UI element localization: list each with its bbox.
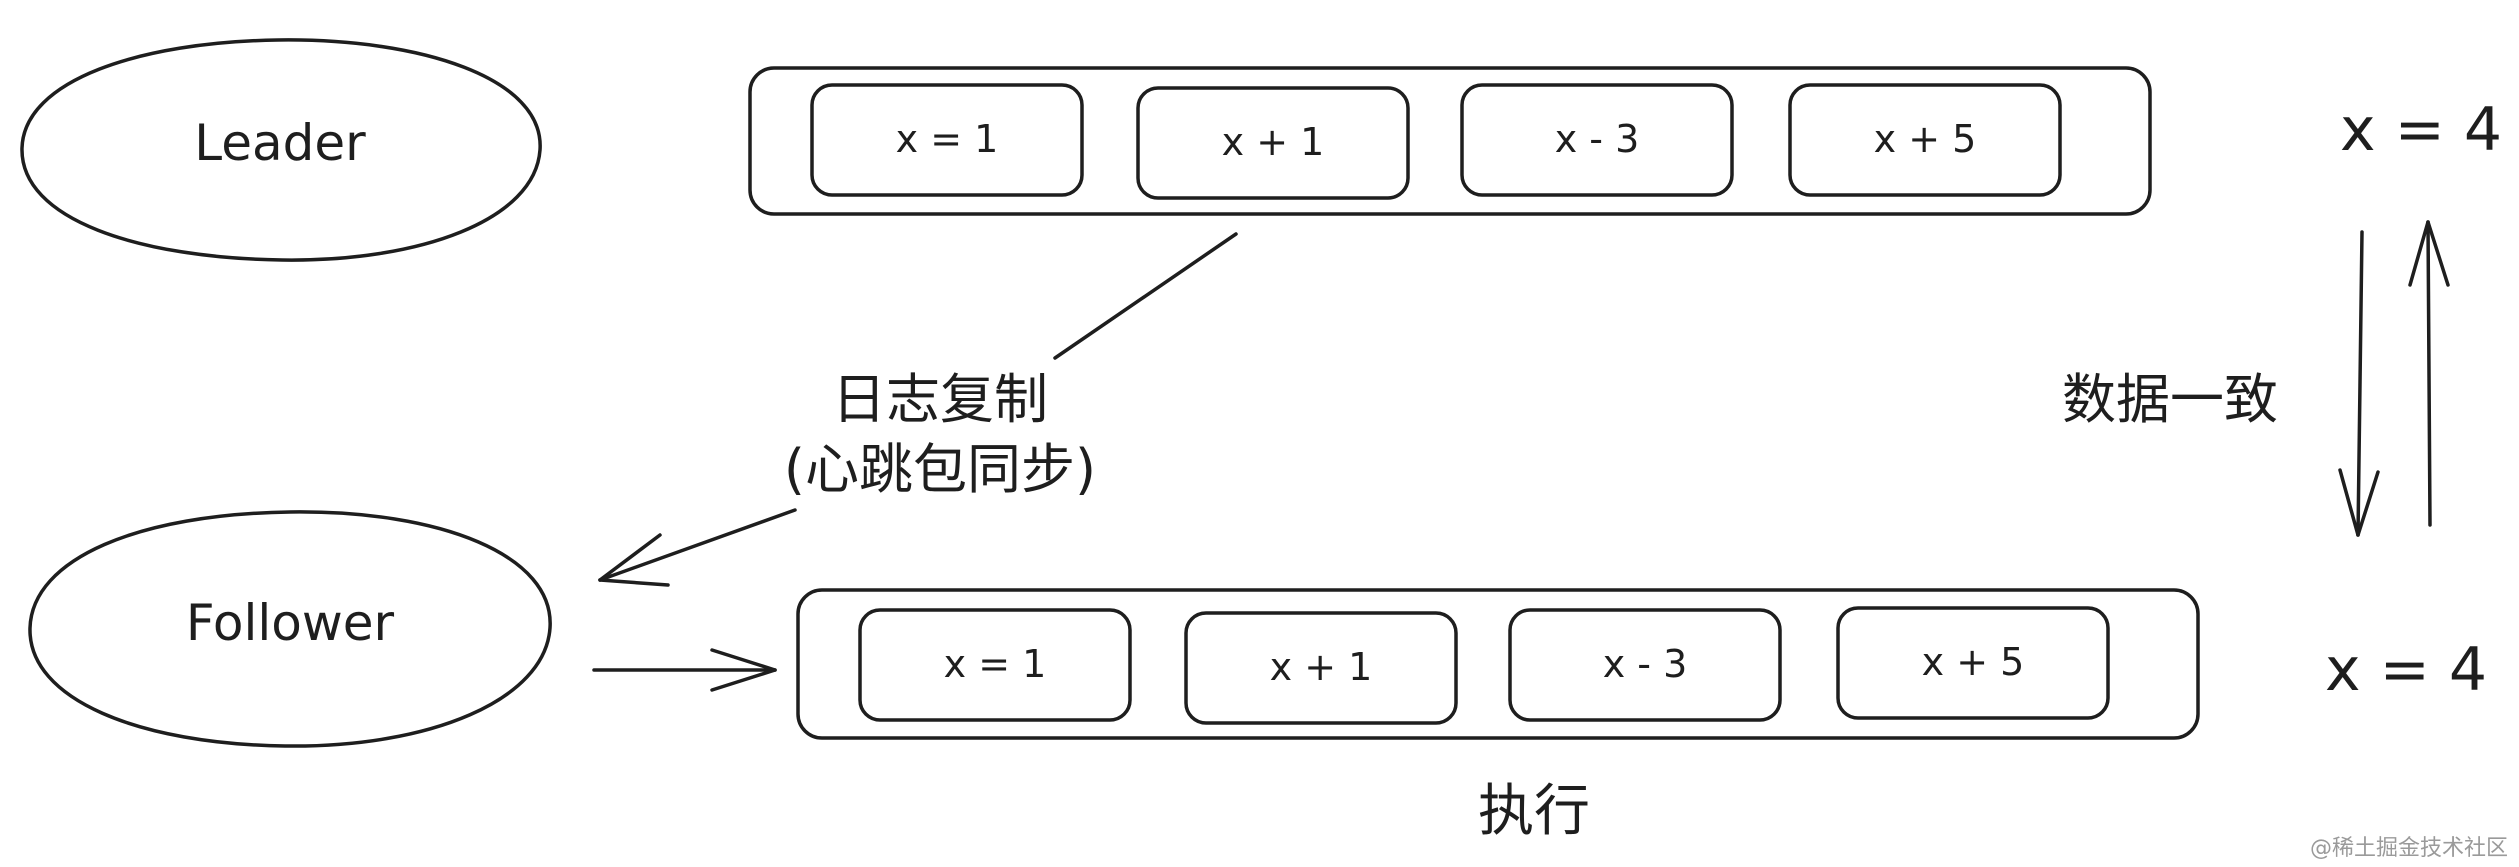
leader-log-entry: x + 5	[1788, 83, 2062, 197]
follower-label: Follower	[186, 594, 395, 652]
leader-label: Leader	[194, 114, 366, 172]
leader-node: Leader	[20, 38, 542, 262]
replication-label: 日志复制	[832, 368, 1048, 431]
follower-node: Follower	[28, 510, 552, 748]
svg-text:x + 1: x + 1	[1270, 645, 1373, 689]
execute-arrow	[592, 648, 777, 692]
svg-text:x + 1: x + 1	[1222, 120, 1325, 164]
leader-log-entry: x - 3	[1460, 83, 1734, 197]
follower-result-value: x = 4	[2325, 635, 2487, 705]
svg-text:x + 5: x + 5	[1922, 640, 2025, 684]
leader-log-entry: x + 1	[1136, 86, 1410, 200]
leader-result-value: x = 4	[2340, 95, 2502, 165]
svg-text:x + 5: x + 5	[1874, 117, 1977, 161]
svg-text:x - 3: x - 3	[1555, 117, 1640, 161]
execute-label: 执行	[1478, 779, 1590, 844]
leader-log: x = 1 x + 1 x - 3 x + 5	[748, 66, 2152, 216]
replication-arrow	[598, 232, 1238, 587]
leader-log-container	[748, 66, 2152, 216]
leader-log-entry: x = 1	[810, 83, 1084, 197]
follower-log-container	[796, 588, 2200, 740]
watermark: @稀土掘金技术社区	[2310, 836, 2508, 861]
svg-text:x - 3: x - 3	[1603, 642, 1688, 686]
follower-log-entry: x + 5	[1836, 606, 2110, 720]
svg-text:x = 1: x = 1	[944, 642, 1047, 686]
follower-log-entry: x = 1	[858, 608, 1132, 722]
consistency-up-arrow	[2408, 220, 2450, 527]
follower-log: x = 1 x + 1 x - 3 x + 5	[796, 588, 2200, 740]
consistency-label: 数据一致	[2062, 368, 2278, 431]
svg-text:x = 1: x = 1	[896, 117, 999, 161]
follower-log-entry: x - 3	[1508, 608, 1782, 722]
follower-log-entry: x + 1	[1184, 611, 1458, 725]
consistency-down-arrow	[2338, 230, 2380, 537]
replication-sublabel: (心跳包同步)	[784, 438, 1096, 501]
